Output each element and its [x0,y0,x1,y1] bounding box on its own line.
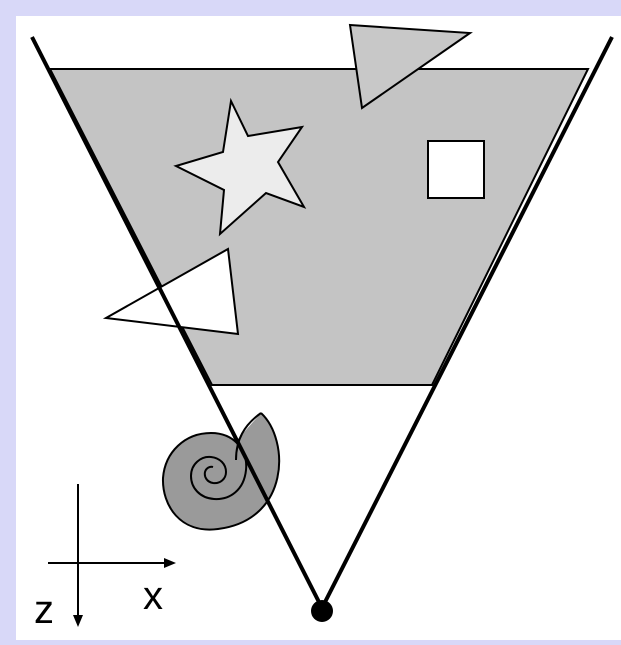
camera-eye-point [311,600,333,622]
x-axis-label: x [143,574,163,618]
square-shape [428,141,484,198]
z-axis-label: z [34,588,54,632]
